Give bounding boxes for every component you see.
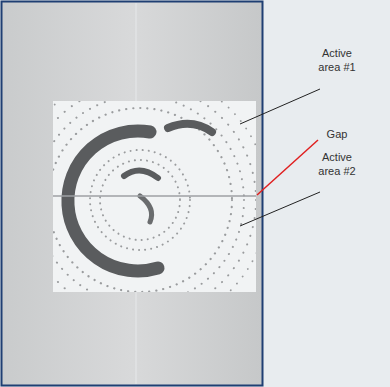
gap-leader-line <box>257 140 318 195</box>
detector-frame <box>2 2 263 386</box>
diffraction-pattern <box>53 101 256 292</box>
callout-label: Gap <box>307 127 367 141</box>
callout-label: Active area #1 <box>315 46 359 74</box>
active-image <box>53 101 256 292</box>
gap-line <box>53 195 256 197</box>
leader-line <box>240 89 320 124</box>
leader-line <box>240 192 320 226</box>
callout-label: Active area #2 <box>315 150 359 178</box>
